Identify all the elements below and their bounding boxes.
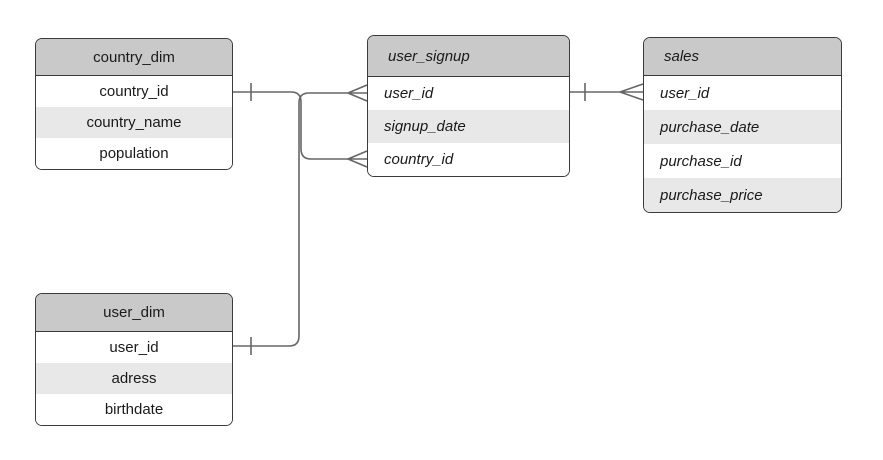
field-row-user-id[interactable]: user_id (368, 77, 569, 110)
field-label: adress (111, 370, 157, 387)
table-header-country-dim[interactable]: country_dim (36, 39, 232, 76)
table-title: country_dim (93, 48, 175, 66)
field-row-signup-date[interactable]: signup_date (368, 110, 569, 143)
field-row-population[interactable]: population (36, 138, 232, 169)
field-label: birthdate (104, 401, 164, 418)
field-label: purchase_price (660, 186, 763, 204)
field-row-country-id[interactable]: country_id (36, 76, 232, 107)
field-label: purchase_date (660, 118, 760, 136)
table-header-user-signup[interactable]: user_signup (368, 36, 569, 77)
field-label: country_id (99, 83, 169, 100)
entity-table-user-signup[interactable]: user_signup user_id signup_date country_… (367, 35, 570, 177)
relationship-country-dim-to-user-signup[interactable] (233, 83, 368, 168)
relationship-user-dim-to-user-signup[interactable] (233, 84, 368, 355)
field-label: purchase_id (660, 152, 742, 170)
field-row-country-name[interactable]: country_name (36, 107, 232, 138)
field-label: signup_date (384, 118, 466, 135)
field-row-purchase-price[interactable]: purchase_price (644, 178, 841, 212)
crows-foot-many-marker (347, 84, 368, 102)
table-title: user_signup (388, 47, 470, 65)
table-title: sales (664, 48, 700, 65)
field-row-purchase-id[interactable]: purchase_id (644, 144, 841, 178)
field-row-user-id[interactable]: user_id (644, 76, 841, 110)
field-label: country_name (86, 114, 182, 131)
field-label: country_id (384, 151, 454, 168)
table-header-sales[interactable]: sales (644, 38, 841, 76)
field-row-country-id[interactable]: country_id (368, 143, 569, 176)
table-header-user-dim[interactable]: user_dim (36, 294, 232, 332)
field-label: user_id (109, 339, 159, 356)
table-title: user_dim (103, 304, 165, 321)
crows-foot-many-marker (619, 83, 644, 101)
crows-foot-many-marker (347, 150, 368, 168)
entity-table-country-dim[interactable]: country_dim country_id country_name popu… (35, 38, 233, 170)
relationship-line[interactable] (233, 92, 348, 347)
field-row-adress[interactable]: adress (36, 363, 232, 394)
relationship-line[interactable] (233, 91, 348, 160)
entity-table-user-dim[interactable]: user_dim user_id adress birthdate (35, 293, 233, 426)
field-label: user_id (660, 84, 710, 102)
field-row-purchase-date[interactable]: purchase_date (644, 110, 841, 144)
field-label: user_id (384, 85, 434, 102)
field-row-user-id[interactable]: user_id (36, 332, 232, 363)
entity-table-sales[interactable]: sales user_id purchase_date purchase_id … (643, 37, 842, 213)
field-row-birthdate[interactable]: birthdate (36, 394, 232, 425)
relationship-user-signup-to-sales[interactable] (570, 83, 644, 101)
field-label: population (99, 145, 169, 162)
